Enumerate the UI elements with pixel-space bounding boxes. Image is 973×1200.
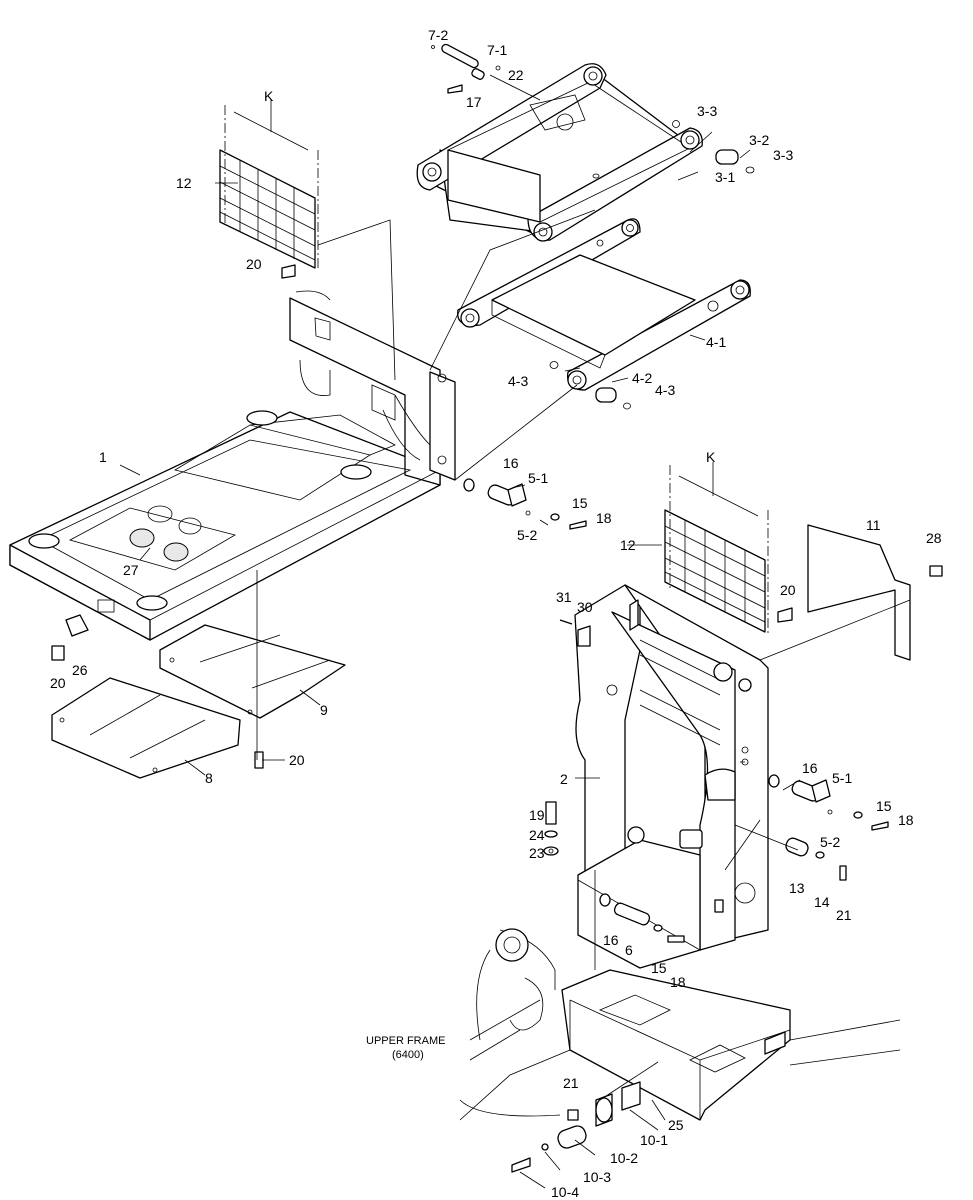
label-20: 20 [289, 752, 305, 768]
label-28: 28 [926, 530, 942, 546]
label-13: 13 [789, 880, 805, 896]
label-11: 11 [866, 517, 881, 533]
pins-links [431, 43, 755, 410]
frame-2 [574, 584, 769, 969]
label-7-2: 7-2 [428, 27, 448, 43]
label-18: 18 [898, 812, 914, 828]
label-3-1: 3-1 [715, 169, 735, 185]
label-16: 16 [802, 760, 818, 776]
label-9: 9 [320, 702, 328, 718]
bolt-30-31 [559, 619, 591, 647]
pin-13 [785, 837, 847, 881]
label-21: 21 [836, 907, 852, 923]
label-12: 12 [620, 537, 636, 553]
label-31: 31 [556, 589, 572, 605]
label-16: 16 [603, 932, 619, 948]
label-15: 15 [651, 960, 667, 976]
label-6: 6 [625, 942, 633, 958]
label-10-3: 10-3 [583, 1169, 611, 1185]
label-1: 1 [99, 449, 107, 465]
label-5-2: 5-2 [517, 527, 537, 543]
cover-11 [807, 524, 911, 661]
label-3-2: 3-2 [749, 132, 769, 148]
label-19: 19 [529, 807, 545, 823]
label-18: 18 [596, 510, 612, 526]
label-12: 12 [176, 175, 192, 191]
label-10-4: 10-4 [551, 1184, 579, 1200]
label-22: 22 [508, 67, 524, 83]
frame-1 [9, 290, 456, 641]
label-3-3: 3-3 [773, 147, 793, 163]
link-3-1 [416, 63, 703, 242]
label-2: 2 [560, 771, 568, 787]
label-5-2: 5-2 [820, 834, 840, 850]
label-8: 8 [205, 770, 213, 786]
label-16: 16 [503, 455, 519, 471]
pin-6 [599, 893, 685, 943]
label-23: 23 [529, 845, 545, 861]
label-4-3: 4-3 [508, 373, 528, 389]
part-labels: K K 12 12 20 20 20 20 7-2 7-1 22 17 3-3 … [50, 27, 942, 1200]
plate-8 [51, 677, 241, 779]
label-4-2: 4-2 [632, 370, 652, 386]
label-4-3: 4-3 [655, 382, 675, 398]
label-24: 24 [529, 827, 545, 843]
label-5-1: 5-1 [528, 470, 548, 486]
label-17: 17 [466, 94, 482, 110]
label-21: 21 [563, 1075, 579, 1091]
label-10-1: 10-1 [640, 1132, 668, 1148]
label-20: 20 [246, 256, 262, 272]
label-3-3: 3-3 [697, 103, 717, 119]
step-12-right [664, 509, 766, 633]
label-15: 15 [876, 798, 892, 814]
label-25: 25 [668, 1117, 684, 1133]
pin-5-1a [463, 478, 587, 530]
label-20: 20 [780, 582, 796, 598]
label-7-1: 7-1 [487, 42, 507, 58]
upper-frame-code: (6400) [392, 1049, 424, 1061]
pin-5-1b [768, 774, 889, 831]
k-dims [224, 100, 769, 635]
label-k: K [264, 88, 274, 104]
upper-frame-label: UPPER FRAME [366, 1035, 445, 1047]
upper-frame [459, 928, 901, 1121]
label-k: K [706, 449, 716, 465]
step-12-left [219, 149, 316, 269]
bolts-19-24-23 [543, 801, 559, 856]
label-14: 14 [814, 894, 830, 910]
label-4-1: 4-1 [706, 334, 726, 350]
leader-lines [119, 74, 911, 1189]
label-27: 27 [123, 562, 139, 578]
label-5-1: 5-1 [832, 770, 852, 786]
label-10-2: 10-2 [610, 1150, 638, 1166]
link-4-1 [457, 218, 751, 391]
label-26: 26 [72, 662, 88, 678]
label-30: 30 [577, 599, 593, 615]
label-15: 15 [572, 495, 588, 511]
label-18: 18 [670, 974, 686, 990]
plate-9 [159, 624, 346, 719]
label-20: 20 [50, 675, 66, 691]
